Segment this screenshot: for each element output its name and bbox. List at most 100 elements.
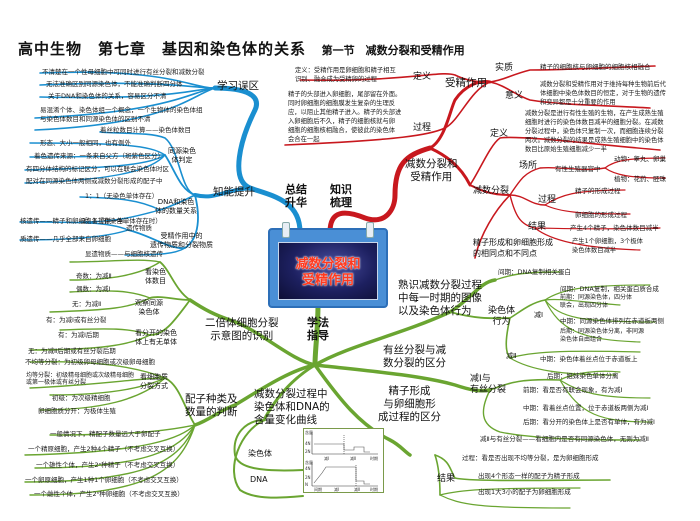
label-formation-result: 结果	[437, 474, 456, 484]
pitfall-item: 与染色体数目和同源染色体的区别不清	[40, 115, 151, 123]
hub-label-method: 学法 指导	[307, 316, 329, 342]
label-essence: 实质	[495, 63, 514, 73]
graph-xtick: 减Ⅰ	[334, 487, 340, 492]
graph-tick: 4N	[305, 441, 311, 446]
content-change-graph: 含量 4N 2N 减Ⅰ 减Ⅱ 时期 含量 4N 2N N 间期 减Ⅰ 减Ⅱ 时期	[303, 428, 384, 493]
meiosis-process-item: 卵细胞的形成过程	[575, 211, 627, 219]
skill-item: 1：1（无染色单体存在）	[85, 192, 159, 200]
recognition-item: 有：为减Ⅰ或有丝分裂	[46, 316, 107, 324]
graph-xtick: 减Ⅰ	[324, 456, 330, 461]
graph-tick: 4N	[305, 466, 311, 471]
stage-item: 后期：姐妹染色单体分离	[547, 372, 619, 380]
graph-tick: 2N	[305, 475, 311, 480]
meiosis-process-item: 精子的形成过程	[575, 187, 621, 195]
label-meiosis-2: 减Ⅱ	[506, 352, 517, 360]
stage-item: 间期：DNA复制，相关蛋白质合成	[560, 285, 659, 293]
stage-item: 中期：同源染色体排列在赤道板两侧	[560, 317, 664, 325]
graph-xtick: 减Ⅱ	[354, 487, 360, 492]
subtopic-dna-chromosome: DNA和染色 体的数量关系	[155, 198, 197, 215]
stage-item: 前期：同源染色体，四分体 联会，出现四分体	[560, 294, 633, 309]
skill-item: 着色遗传来源：一条来自父方（斑紫色区分）	[34, 152, 164, 160]
gamete-item: 初级：为次级精细胞	[52, 394, 111, 402]
subtopic-meiosis: 减数分裂	[473, 186, 510, 196]
label-meiosis-result: 结果	[528, 222, 547, 232]
formation-item: 出现1大3小的配子为卵细胞形成	[478, 488, 571, 496]
subtopic-homologous: 同源染色 体判定	[168, 147, 196, 164]
topic-learning-pitfalls: 学习误区	[217, 80, 259, 92]
center-topic-card: 减数分裂和 受精作用	[268, 222, 388, 308]
label-meiosis-1: 减Ⅰ	[534, 311, 544, 319]
subtopic-separated-chromatids: 看分开的染色 体上有无单体	[135, 329, 177, 346]
meiosis-definition: 减数分裂是进行有性生殖的生物，在产生成熟生殖 细胞时进行的染色体数目减半的细胞分…	[525, 110, 664, 153]
label-meiosis-process: 过程	[538, 195, 557, 205]
fertilization-essence: 精子的细胞核与卵细胞的细胞核相融合	[540, 63, 651, 71]
graph-xtick: 减Ⅱ	[350, 456, 356, 461]
meiosis-place-animal: 动物：睾丸、卵巢	[614, 155, 666, 163]
center-topic-image: 减数分裂和 受精作用	[278, 242, 378, 300]
skill-item: 显遗物质——与细胞核遗传	[85, 250, 163, 258]
skill-item: 质遗传——几乎全部来自卵细胞	[20, 235, 111, 243]
recognition-item: 有：为减Ⅰ后期	[58, 331, 99, 339]
label-process: 过程	[413, 123, 432, 133]
gamete-item: 一般情况下，精配子数量远大于卵配子	[50, 430, 161, 438]
topic-content-curve: 减数分裂过程中 染色体和DNA的 含量变化曲线	[254, 388, 330, 426]
label-definition: 定义	[413, 72, 432, 82]
skill-item: 配对在同源染色体两侧或减数分裂形成的配子中	[26, 177, 163, 185]
pitfall-item: 无法准确区别同源染色体，不能准确判断四分体	[46, 80, 183, 88]
subtopic-meiosis1-vs-mitosis: 减Ⅰ与 有丝分裂	[470, 374, 507, 395]
binder-ring-icon	[366, 222, 374, 238]
gamete-item: 卵细胞质分开：为极体生殖	[38, 407, 116, 415]
topic-gamete-types: 配子种类及 数量的判断	[185, 393, 238, 418]
topic-meiosis-stages: 熟识减数分裂过程 中每一时期的图像 以及染色体行为	[398, 279, 482, 317]
fertilization-meaning: 减数分裂和受精作用对于维持每种生物前后代 体细胞中染色体数目的恒定，对于生物的遗…	[540, 81, 666, 106]
subtopic-fertilization-material: 受精作用中的 遗传物质和分裂物质	[150, 232, 213, 249]
label-dna: DNA	[250, 475, 268, 484]
graph-xtick: 时期	[370, 456, 378, 461]
distinguish-item: 后期：看分开的染色体上是否有单体，有为减Ⅰ	[523, 418, 655, 426]
subtopic-cytoplasm-division: 看细胞质 分裂方式	[140, 373, 168, 390]
stage-item: 间期：DNA复制相关蛋白	[498, 268, 571, 276]
graph-xtick: 时期	[370, 487, 378, 492]
topic-mitosis-vs-meiosis: 有丝分裂与减 数分裂的区分	[383, 344, 446, 369]
distinguish-item: 前期：看是否有联会现象，有为减Ⅰ	[523, 386, 623, 394]
graph-xtick: 间期	[314, 487, 322, 492]
gamete-item: 均等分裂：初级精母细胞或次级精母细胞 或第一极体或有丝分裂	[26, 372, 135, 386]
formation-item: 过程：看是否出现不均等分裂，是为卵细胞形成	[462, 454, 599, 462]
subtopic-chromosome-behavior: 染色体 行为	[488, 306, 516, 327]
subtopic-genetic-material: 遗传物质	[126, 224, 152, 232]
topic-sperm-egg-formation: 精子形成 与卵细胞形 成过程的区分	[378, 385, 441, 423]
graph-tick: 2N	[305, 449, 311, 454]
formation-item: 出现4个形态一样的配子为精子形成	[478, 472, 580, 480]
meiosis-place: 有性生殖器官中	[555, 165, 601, 173]
binder-ring-icon	[282, 222, 290, 238]
recognition-item: 偶数：为减Ⅰ	[76, 285, 111, 293]
meiosis-result-item: 产生1个卵细胞，3个极体 染色体数目减半	[572, 238, 643, 254]
stage-item: 后期：同源染色体分离，非同源 染色体自由组合	[560, 328, 645, 343]
label-chromosome: 染色体	[248, 449, 272, 458]
topic-fertilization: 受精作用	[445, 77, 487, 89]
page-title: 高中生物 第七章 基因和染色体的关系 第一节 减数分裂和受精作用	[18, 38, 465, 59]
label-place: 场所	[519, 161, 538, 171]
distinguish-item: 减Ⅱ与有丝分裂——看细胞内是否有同源染色体，无则为减Ⅱ	[480, 435, 649, 443]
pitfall-item: 易混淆个体、染色体组一个概念，一个生物体的染色体组	[40, 106, 203, 114]
center-topic-title: 减数分裂和 受精作用	[295, 257, 361, 288]
gamete-item: 一个卵原细胞，产生1种1个卵细胞（不考虑交叉互换）	[25, 476, 183, 484]
title-section: 第一节 减数分裂和受精作用	[321, 44, 465, 57]
stage-item: 中期：染色体着丝点位于赤道板上	[540, 355, 638, 363]
topic-skill-improvement: 知能提升	[213, 186, 255, 198]
skill-item: 形态、大小一般相同，也有例外	[40, 139, 131, 147]
fertilization-process: 精子的头部进入卵细胞，尾部留在外面。 同时卵细胞的细胞膜发生复杂的生理反 应，以…	[288, 91, 402, 143]
pitfall-item: 不清楚在一个性母细胞中可同时进行有丝分裂和减数分裂	[42, 68, 205, 76]
recognition-item: 奇数：为减Ⅱ	[76, 272, 112, 280]
topic-diploid-recognition: 二倍体细胞分裂 示意图的识别	[205, 317, 279, 342]
recognition-item: 无：为减Ⅱ	[72, 300, 102, 308]
hub-label-summary: 总结 升华	[285, 183, 307, 209]
subtopic-homologous-observe: 观察同源 染色体	[135, 299, 163, 316]
skill-item: 有四分体结构的标记区分，可以在联会染色体时区	[26, 165, 169, 173]
graph-tick: N	[305, 482, 308, 487]
label-meiosis-definition: 定义	[490, 129, 509, 139]
fertilization-definition: 定义：受精作用是卵细胞和精子相互 识别、融合成为受精卵的过程	[295, 67, 396, 83]
meiosis-result-item: 产生4个精子，染色体数目减半	[570, 224, 659, 232]
graph-bottom-ylabel: 含量	[305, 460, 313, 465]
